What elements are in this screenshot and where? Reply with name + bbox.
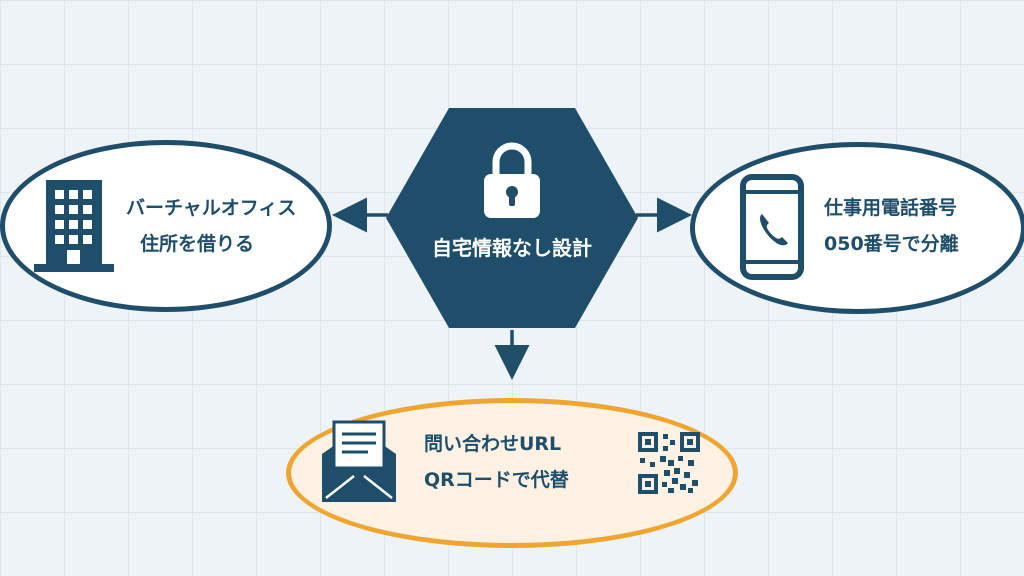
open-envelope-icon [322,420,396,502]
virtual-office-subtitle: 住所を借りる [140,233,255,255]
contact-url-subtitle: QRコードで代替 [424,469,569,491]
contact-url-text: 問い合わせURL QRコードで代替 [424,426,569,498]
business-phone-title: 仕事用電話番号 [824,197,958,219]
padlock-icon [484,142,540,218]
contact-url-title: 問い合わせURL [424,433,562,455]
smartphone-icon [740,174,804,280]
virtual-office-title: バーチャルオフィス [126,197,297,219]
business-phone-text: 仕事用電話番号 050番号で分離 [824,190,959,262]
business-phone-subtitle: 050番号で分離 [824,233,959,255]
office-building-icon [34,180,114,272]
qr-code-icon [638,432,700,494]
virtual-office-text: バーチャルオフィス 住所を借りる [126,190,296,262]
center-label: 自宅情報なし設計 [432,236,592,260]
